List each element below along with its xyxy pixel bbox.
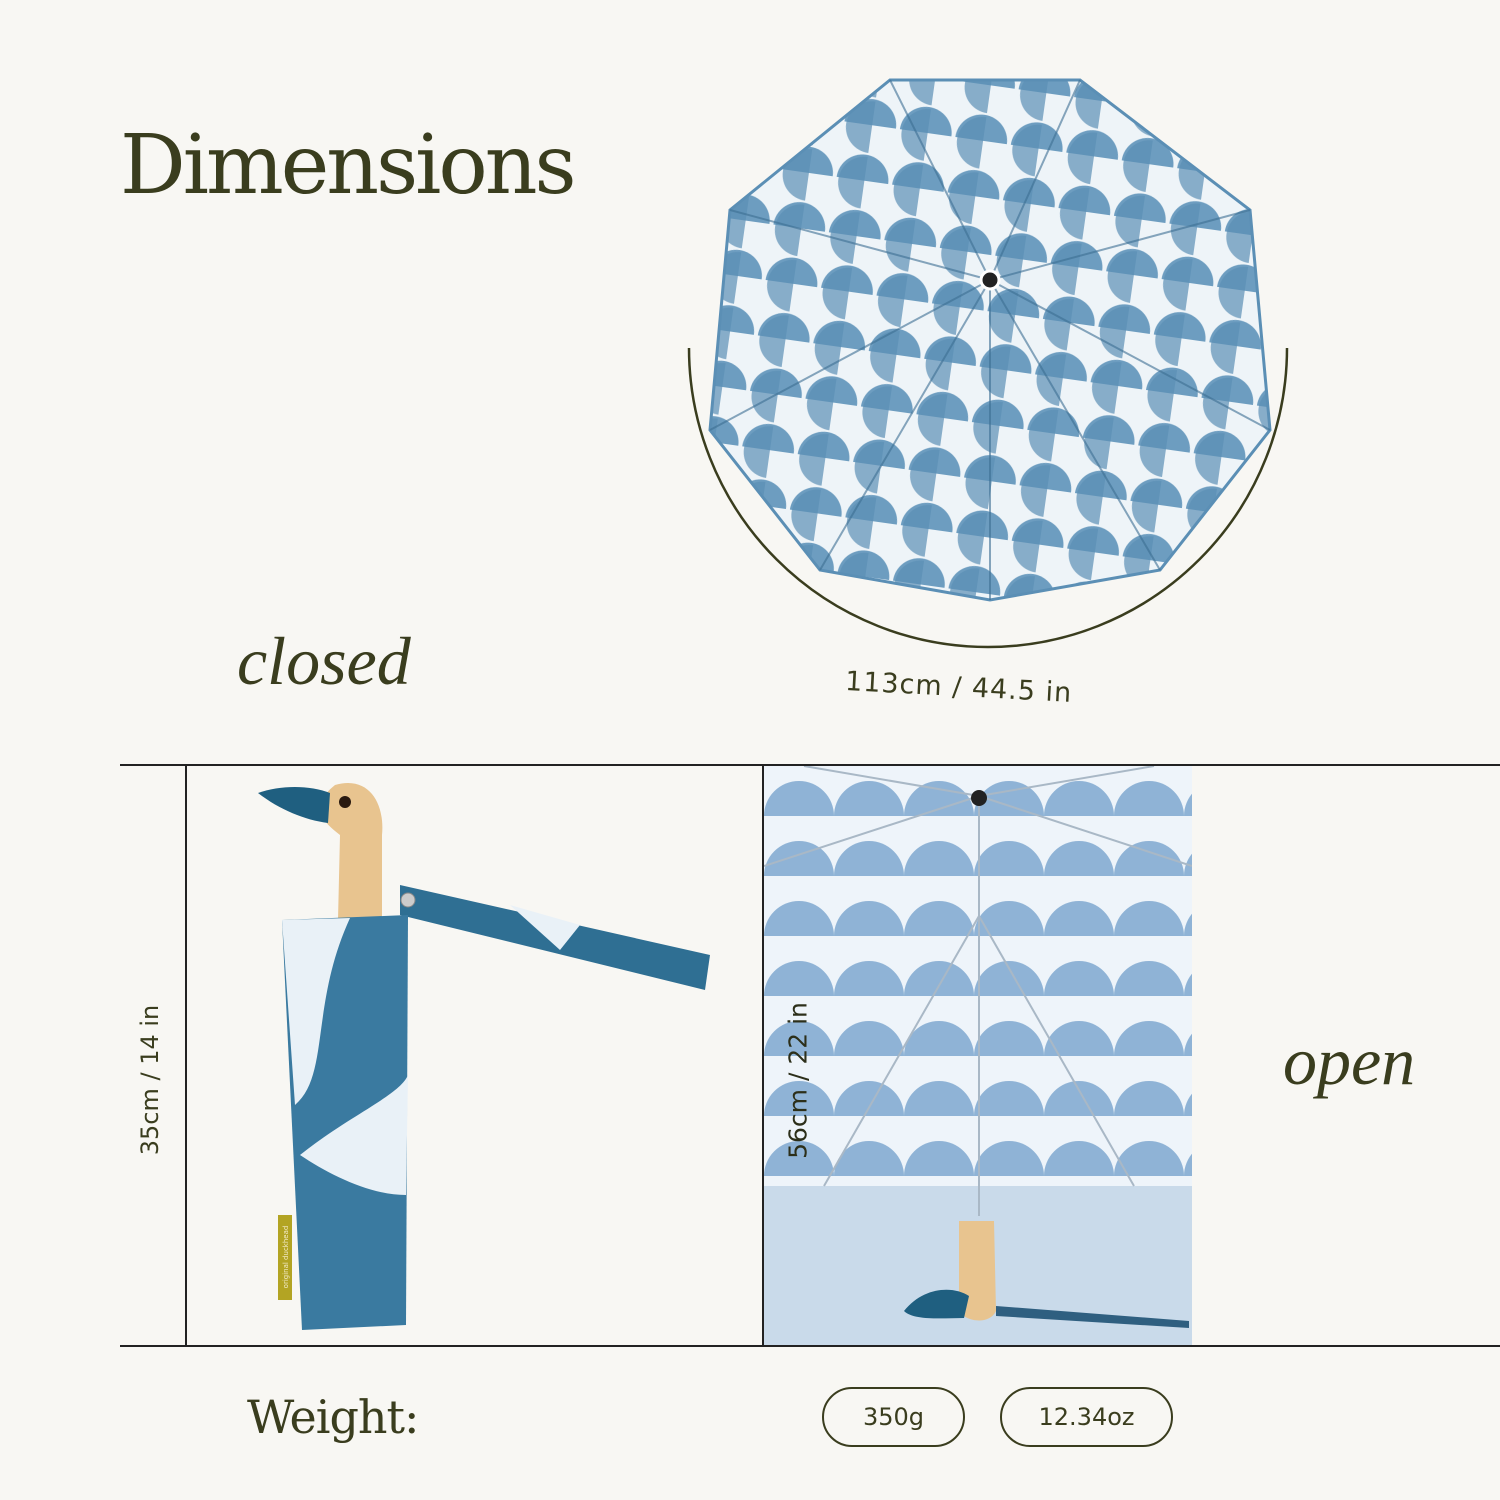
open-umbrella-image xyxy=(764,766,1192,1345)
duck-head-handle xyxy=(320,783,383,920)
weight-grams-badge: 350g xyxy=(822,1387,965,1447)
open-label: open xyxy=(1283,1023,1416,1099)
diameter-arc xyxy=(687,347,1289,649)
divider-middle xyxy=(762,765,764,1347)
open-length-label: 56cm / 22 in xyxy=(783,1002,813,1159)
divider-bottom xyxy=(120,1345,1500,1347)
strap-snap-button xyxy=(400,892,416,908)
page-title: Dimensions xyxy=(120,118,577,213)
canopy-ribs xyxy=(709,79,1271,600)
brand-tag xyxy=(278,1215,292,1300)
closed-umbrella-image xyxy=(258,783,710,1330)
duck-beak xyxy=(904,1289,969,1319)
closed-label: closed xyxy=(237,623,411,699)
duck-eye xyxy=(339,796,351,808)
canopy-tip xyxy=(979,269,1001,291)
duck-beak xyxy=(258,787,330,823)
open-umbrella-top-view xyxy=(687,78,1289,649)
strap xyxy=(996,1306,1189,1328)
weight-label: Weight: xyxy=(247,1390,420,1444)
umbrella-frame xyxy=(764,766,1192,1216)
divider-left xyxy=(185,765,187,1347)
divider-top xyxy=(120,764,1500,766)
closed-length-label: 35cm / 14 in xyxy=(136,1004,164,1156)
brand-tag-text: original duckhead xyxy=(282,1225,290,1289)
weight-ounces-badge: 12.34oz xyxy=(1000,1387,1173,1447)
